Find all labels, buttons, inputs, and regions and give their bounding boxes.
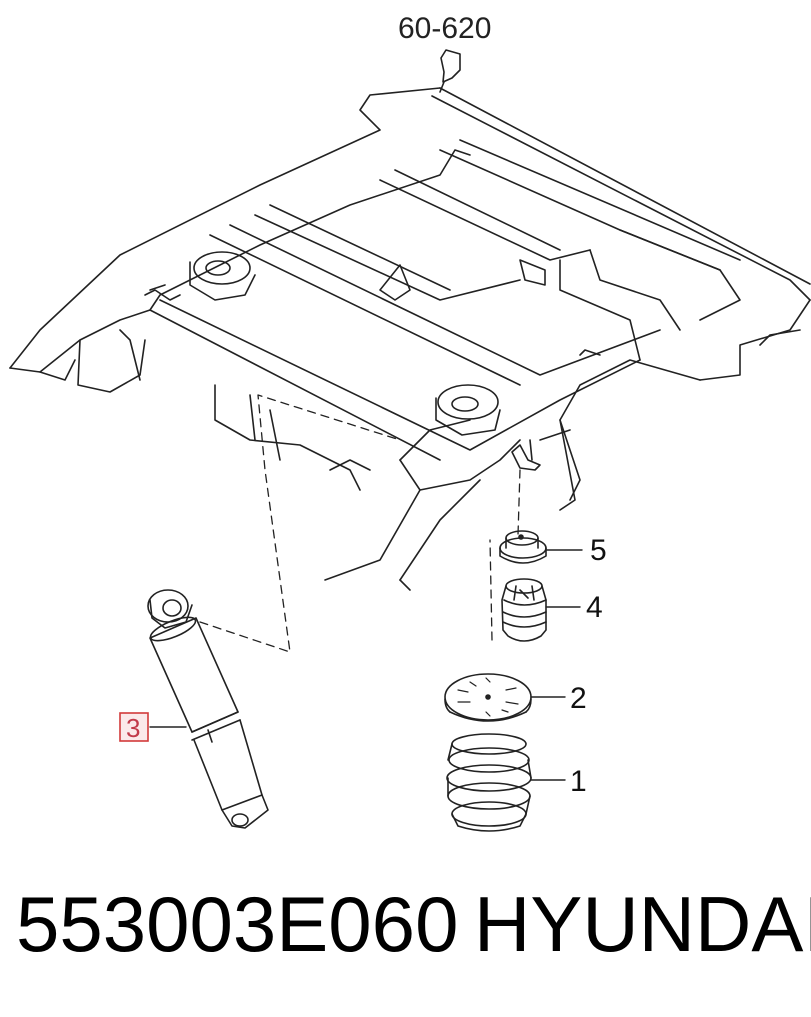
caption: 553003E060 HYUNDAI: [0, 885, 811, 985]
reference-clip-icon: [439, 49, 461, 93]
part-3-highlight-box[interactable]: [119, 712, 149, 742]
part-label-4: 4: [586, 591, 603, 624]
part-3-shock-absorber: [147, 589, 269, 829]
part-label-5: 5: [590, 534, 607, 567]
part-number: 553003E060: [16, 880, 459, 968]
vehicle-frame: [9, 87, 811, 591]
part-2-spring-pad: [444, 673, 532, 722]
assembly-guide-lines: [199, 394, 521, 653]
part-5-cap: [499, 530, 547, 564]
parts-diagram: 60-620 5 4 2 1 3: [9, 12, 811, 832]
part-label-2: 2: [570, 682, 587, 715]
part-1-coil-spring: [446, 733, 532, 832]
brand-name: HYUNDAI: [474, 880, 811, 968]
reference-label: 60-620: [398, 12, 491, 45]
part-label-1: 1: [570, 765, 587, 798]
part-label-3: 3: [126, 713, 140, 743]
part-4-bump-stopper: [501, 578, 547, 642]
leader-lines: [149, 549, 583, 781]
